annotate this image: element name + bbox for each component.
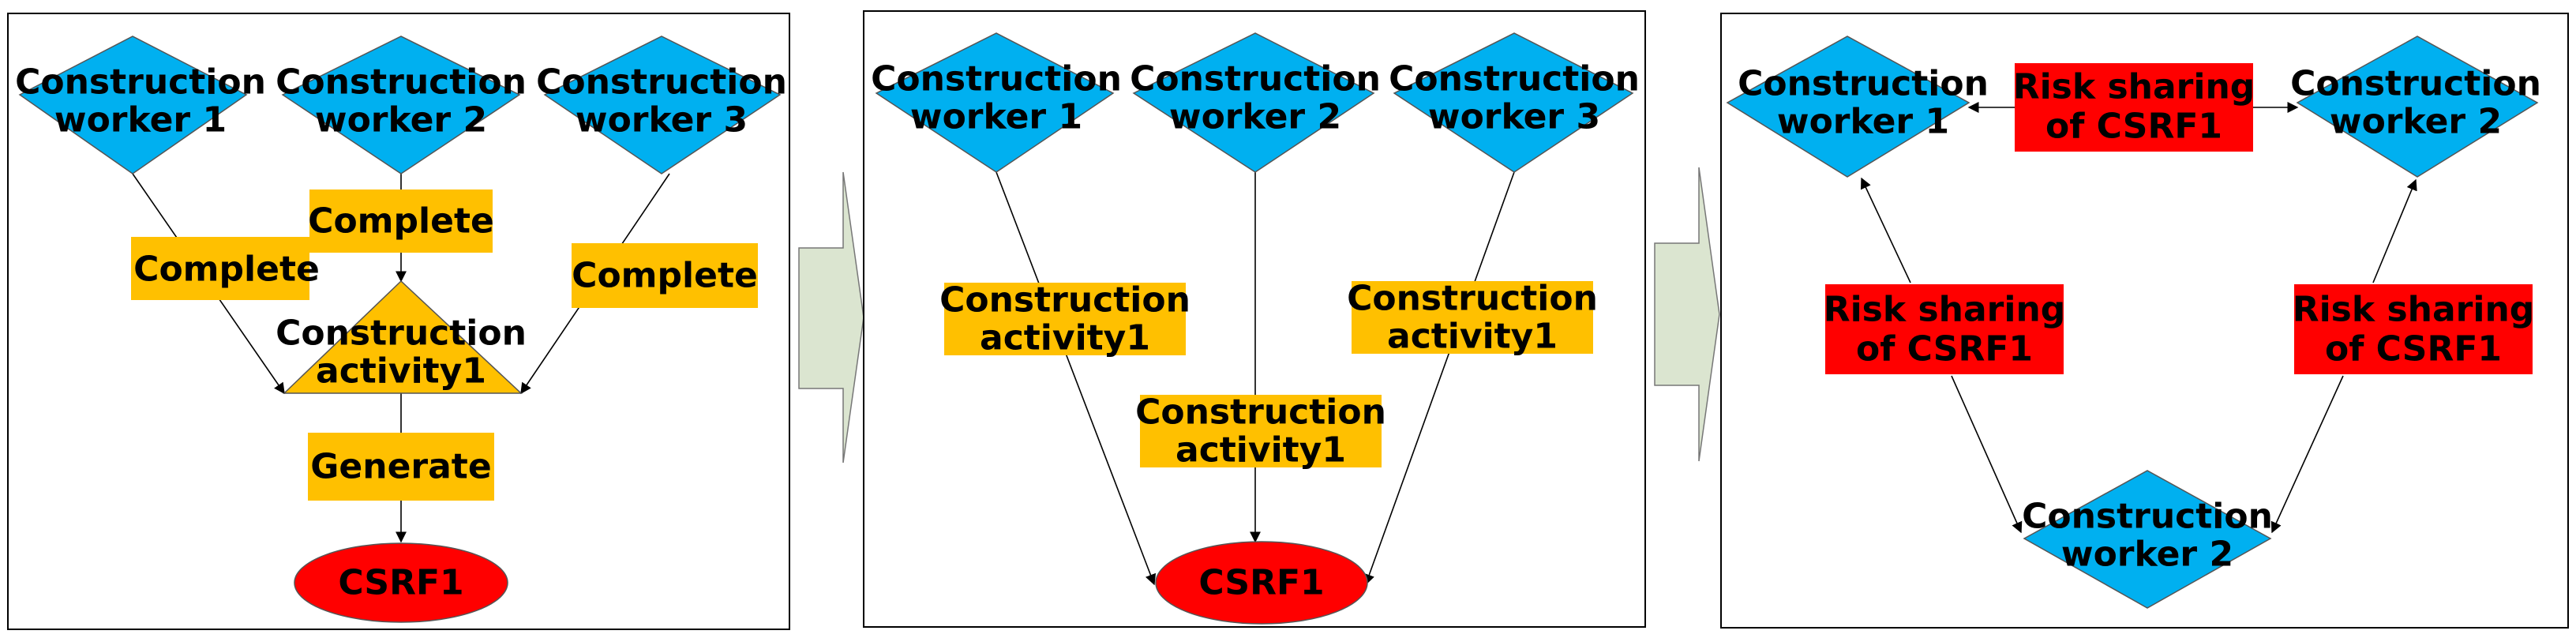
worker-node: Construction worker 2 [2022, 470, 2273, 609]
svg-text:Construction: Construction [1347, 279, 1598, 319]
worker-label-line1: Construction [2022, 497, 2273, 537]
edge-risk-right-worker2 [2372, 178, 2417, 283]
svg-text:Construction: Construction [939, 280, 1191, 321]
svg-text:activity1: activity1 [1387, 317, 1558, 357]
svg-text:Risk sharing: Risk sharing [2293, 290, 2535, 330]
svg-text:activity1: activity1 [1176, 430, 1346, 471]
worker-node: Construction worker 3 [1389, 32, 1640, 173]
worker-label-line1: Construction [1738, 64, 1989, 104]
worker-label-line2: worker 3 [576, 100, 748, 141]
svg-text:of CSRF1: of CSRF1 [1856, 329, 2033, 370]
worker-label-line2: worker 2 [2330, 102, 2502, 142]
svg-text:Complete: Complete [308, 201, 494, 242]
transition-arrow [1654, 167, 1720, 462]
worker-label-line2: worker 3 [1428, 97, 1600, 137]
activity-label: Construction activity1 [1347, 279, 1598, 357]
complete-label: Complete [572, 243, 758, 308]
complete-label: Complete [308, 190, 494, 253]
svg-text:CSRF1: CSRF1 [1198, 563, 1324, 603]
worker-label-line2: worker 1 [910, 97, 1082, 137]
svg-text:activity1: activity1 [980, 318, 1150, 358]
worker-label-line1: Construction [2290, 64, 2541, 104]
svg-text:Generate: Generate [310, 447, 491, 487]
worker-label-line1: Construction [15, 62, 266, 103]
worker-node: Construction worker 2 [276, 36, 527, 175]
csrf-node: CSRF1 [1155, 541, 1368, 625]
worker-label-line1: Construction [1389, 59, 1640, 99]
worker-label-line2: worker 1 [54, 100, 227, 141]
transition-arrow [798, 171, 864, 463]
activity-label: Construction activity1 [1135, 392, 1386, 471]
generate-label: Generate [308, 433, 494, 501]
svg-text:Construction: Construction [1135, 392, 1386, 433]
edge-risk-left-bottom [1951, 375, 2023, 534]
risk-sharing-label: Risk sharing of CSRF1 [2293, 284, 2535, 374]
worker-label-line1: Construction [276, 62, 527, 103]
svg-text:CSRF1: CSRF1 [338, 563, 463, 603]
edge-worker1-csrf [996, 171, 1157, 586]
svg-text:of CSRF1: of CSRF1 [2045, 107, 2222, 147]
worker-label-line1: Construction [1130, 59, 1381, 99]
activity-label: Construction activity1 [939, 280, 1191, 358]
panel-1: Construction worker 1 Construction worke… [7, 13, 790, 630]
edge-risk-right-bottom [2270, 375, 2344, 534]
worker-node: Construction worker 1 [15, 36, 266, 175]
panel-3: Construction worker 1 Construction worke… [1720, 13, 2569, 629]
worker-label-line2: worker 2 [1169, 97, 1341, 137]
csrf-node: CSRF1 [294, 542, 508, 623]
risk-sharing-label: Risk sharing of CSRF1 [2013, 63, 2255, 152]
risk-sharing-label: Risk sharing of CSRF1 [1824, 284, 2066, 374]
activity-label-line2: activity1 [316, 351, 486, 392]
worker-label-line2: worker 1 [1777, 102, 1949, 142]
panel-2: Construction worker 1 Construction worke… [863, 10, 1646, 628]
worker-label-line2: worker 2 [315, 100, 487, 141]
svg-text:Risk sharing: Risk sharing [1824, 290, 2066, 330]
worker-label-line2: worker 2 [2061, 535, 2233, 575]
complete-label: Complete [131, 237, 320, 300]
svg-text:Complete: Complete [572, 256, 758, 296]
svg-text:of CSRF1: of CSRF1 [2325, 329, 2502, 370]
activity-label-line1: Construction [276, 313, 527, 354]
worker-node: Construction worker 1 [871, 32, 1122, 173]
worker-node: Construction worker 2 [2290, 36, 2541, 178]
worker-label-line1: Construction [536, 62, 787, 103]
worker-label-line1: Construction [871, 59, 1122, 99]
edge-worker3-csrf [1363, 171, 1515, 586]
worker-node: Construction worker 2 [1130, 32, 1381, 173]
activity-node: Construction activity1 [276, 280, 527, 394]
svg-text:Complete: Complete [133, 250, 320, 290]
edge-risk-left-worker1 [1861, 177, 1911, 283]
worker-node: Construction worker 1 [1726, 36, 1989, 178]
worker-node: Construction worker 3 [536, 36, 787, 175]
svg-text:Risk sharing: Risk sharing [2013, 67, 2255, 107]
